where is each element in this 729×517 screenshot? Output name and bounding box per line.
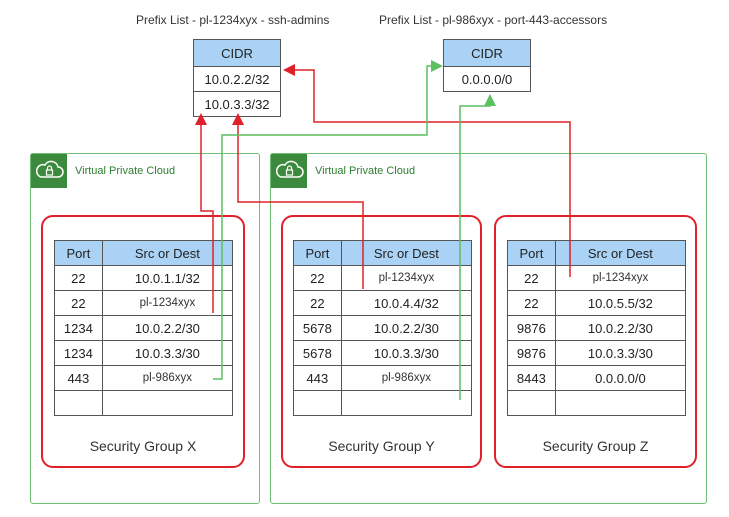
src-dest-cell: 0.0.0.0/0	[554, 365, 687, 391]
port-cell: 443	[293, 365, 342, 391]
port-cell: 22	[293, 265, 342, 291]
src-dest-cell: 10.0.2.2/30	[554, 315, 687, 341]
security-group-z: Security Group Z	[494, 215, 697, 468]
cidr-entry: 10.0.3.3/32	[193, 91, 281, 117]
table-row	[507, 390, 687, 416]
cidr-header: CIDR	[443, 39, 531, 67]
src-dest-column-header: Src or Dest	[340, 240, 473, 266]
port-cell: 22	[293, 290, 342, 316]
src-dest-cell: pl-986xyx	[340, 365, 473, 391]
port-column-header: Port	[507, 240, 556, 266]
src-dest-cell: 10.0.5.5/32	[554, 290, 687, 316]
port-cell: 22	[54, 265, 103, 291]
prefix-list-port-443-table: CIDR 0.0.0.0/0	[443, 39, 531, 92]
cidr-entry: 10.0.2.2/32	[193, 66, 281, 92]
port-cell: 5678	[293, 340, 342, 366]
src-dest-cell: 10.0.3.3/30	[340, 340, 473, 366]
table-row	[54, 390, 234, 416]
security-group-name: Security Group Z	[542, 438, 649, 454]
src-dest-cell: 10.0.3.3/30	[101, 340, 234, 366]
port-cell: 9876	[507, 315, 556, 341]
port-cell	[293, 390, 342, 416]
vpc-label: Virtual Private Cloud	[75, 165, 176, 177]
port-column-header: Port	[54, 240, 103, 266]
src-dest-cell	[554, 390, 687, 416]
port-cell: 1234	[54, 340, 103, 366]
src-dest-cell: pl-1234xyx	[554, 265, 687, 291]
src-dest-cell: 10.0.2.2/30	[340, 315, 473, 341]
port-cell: 443	[54, 365, 103, 391]
cidr-header: CIDR	[193, 39, 281, 67]
port-cell: 9876	[507, 340, 556, 366]
src-dest-cell: 10.0.2.2/30	[101, 315, 234, 341]
src-dest-cell: 10.0.1.1/32	[101, 265, 234, 291]
port-cell: 22	[54, 290, 103, 316]
src-dest-cell	[101, 390, 234, 416]
port-cell: 22	[507, 290, 556, 316]
src-dest-column-header: Src or Dest	[101, 240, 234, 266]
src-dest-cell: pl-986xyx	[101, 365, 234, 391]
vpc-label: Virtual Private Cloud	[315, 165, 416, 177]
src-dest-cell	[340, 390, 473, 416]
src-dest-cell: 10.0.4.4/32	[340, 290, 473, 316]
port-cell: 1234	[54, 315, 103, 341]
src-dest-column-header: Src or Dest	[554, 240, 687, 266]
port-cell	[54, 390, 103, 416]
vpc-cloud-lock-icon	[31, 154, 67, 188]
port-cell: 5678	[293, 315, 342, 341]
security-group-name: Security Group Y	[328, 438, 435, 454]
port-cell: 22	[507, 265, 556, 291]
security-group-name: Security Group X	[89, 438, 197, 454]
src-dest-cell: pl-1234xyx	[340, 265, 473, 291]
src-dest-cell: pl-1234xyx	[101, 290, 234, 316]
src-dest-cell: 10.0.3.3/30	[554, 340, 687, 366]
cidr-entry: 0.0.0.0/0	[443, 66, 531, 92]
table-row	[293, 390, 473, 416]
prefix-list-ssh-admins-title: Prefix List - pl-1234xyx - ssh-admins	[136, 13, 330, 27]
vpc-cloud-lock-icon	[271, 154, 307, 188]
prefix-list-ssh-admins-table: CIDR 10.0.2.2/32 10.0.3.3/32	[193, 39, 281, 117]
port-cell: 8443	[507, 365, 556, 391]
port-cell	[507, 390, 556, 416]
prefix-list-port-443-title: Prefix List - pl-986xyx - port-443-acces…	[379, 13, 608, 27]
port-column-header: Port	[293, 240, 342, 266]
